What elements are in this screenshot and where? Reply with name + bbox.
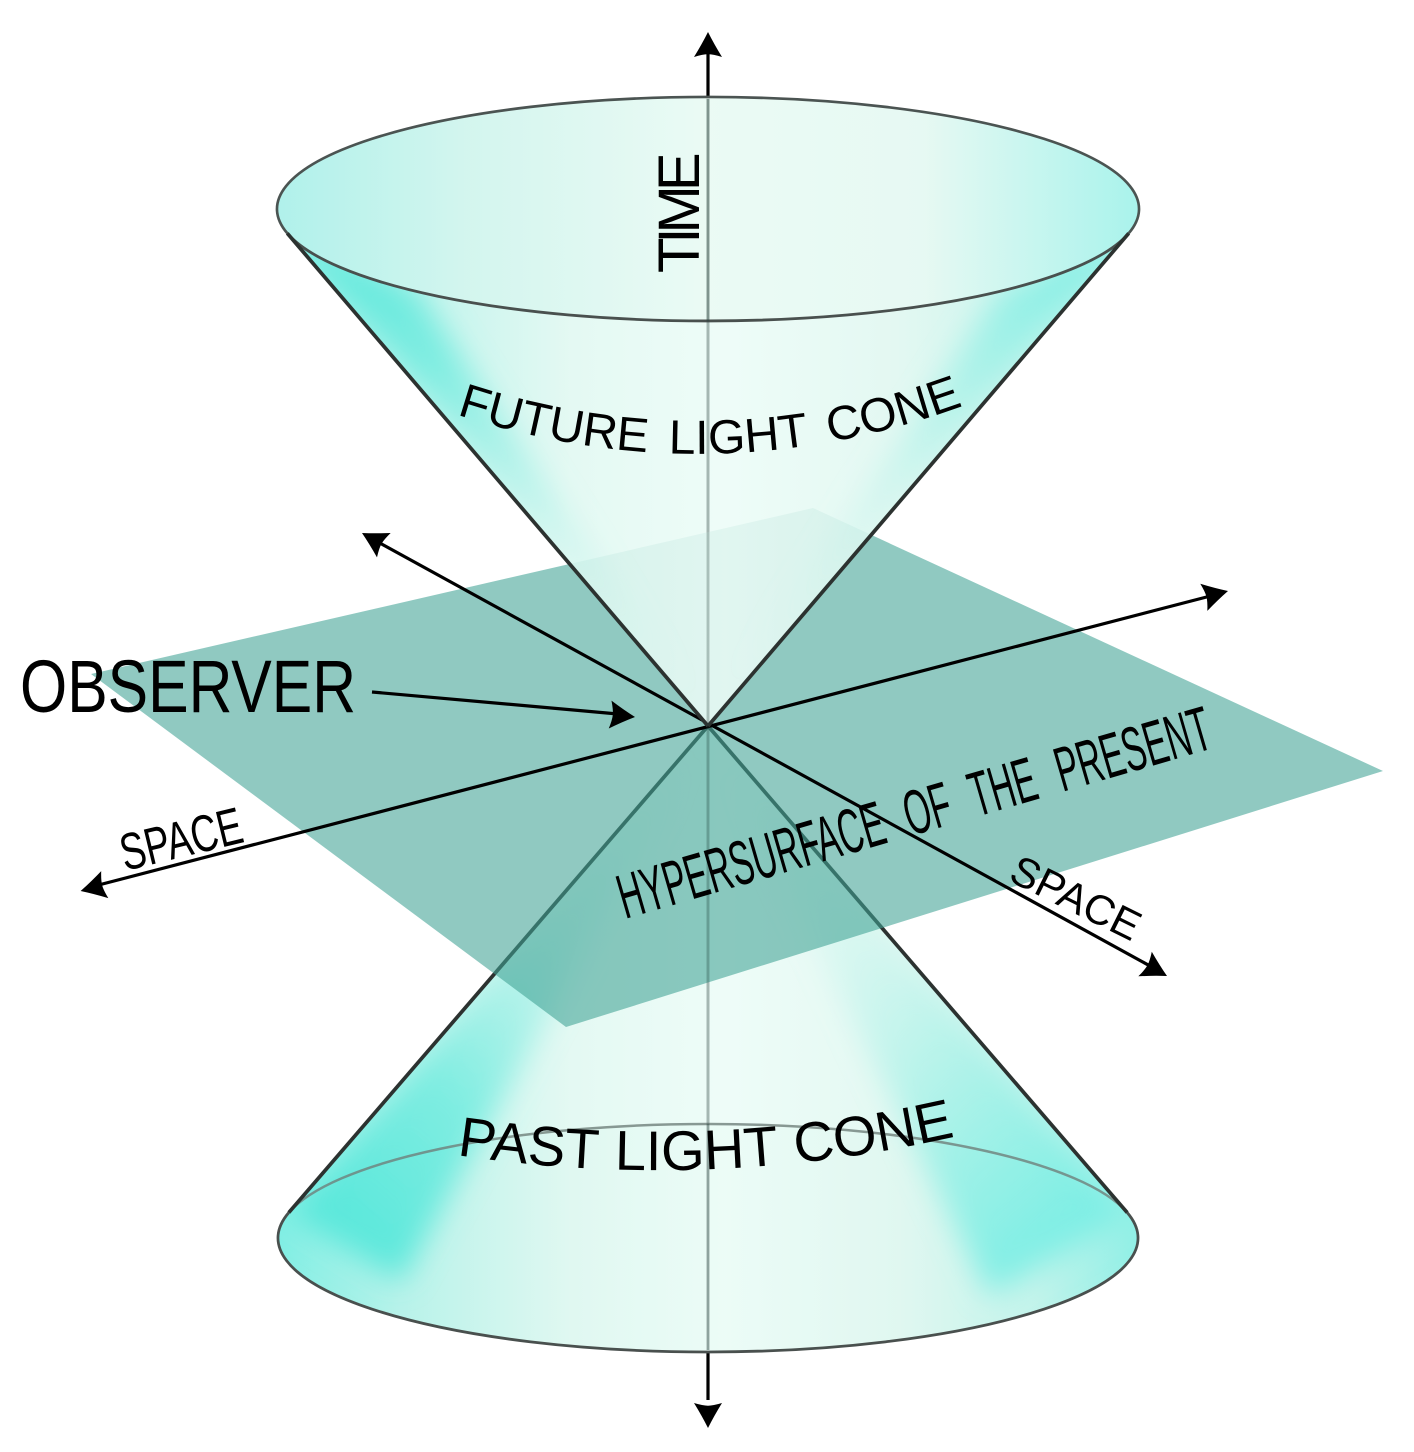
svg-text:OBSERVER: OBSERVER bbox=[20, 646, 356, 728]
svg-text:TIME: TIME bbox=[647, 154, 712, 273]
